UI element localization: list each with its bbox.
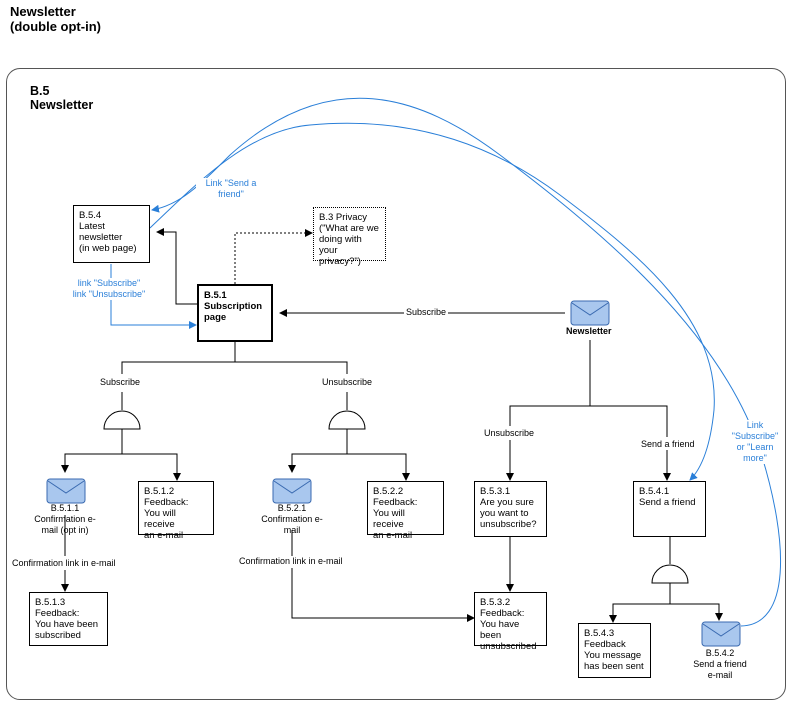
and-gate-icon bbox=[103, 410, 141, 430]
label-confirmation-link-2: Confirmation link in e-mail bbox=[239, 556, 343, 567]
section-frame bbox=[6, 68, 786, 700]
connector-subscription-to-latest bbox=[156, 228, 198, 305]
and-gate-icon bbox=[328, 410, 366, 430]
envelope-icon bbox=[272, 478, 312, 504]
node-confirmation-email-optin[interactable]: B.5.1.1 Confirmation e- mail (opt in) bbox=[34, 503, 96, 535]
node-feedback-receive-email-1[interactable]: B.5.1.2 Feedback: You will receive an e-… bbox=[138, 481, 214, 541]
envelope-icon bbox=[701, 621, 741, 647]
and-gate-icon bbox=[651, 564, 689, 584]
node-confirmation-email[interactable]: B.5.2.1 Confirmation e- mail bbox=[261, 503, 323, 535]
node-feedback-message-sent[interactable]: B.5.4.3 Feedback You message has been se… bbox=[578, 623, 651, 678]
node-send-friend-email[interactable]: B.5.4.2 Send a friend e-mail bbox=[693, 648, 747, 680]
envelope-icon bbox=[46, 478, 86, 504]
label-subscribe-branch: Subscribe bbox=[100, 377, 141, 387]
label-link-subscribe-unsubscribe: link "Subscribe" link "Unsubscribe" bbox=[54, 278, 164, 300]
label-unsubscribe-branch: Unsubscribe bbox=[322, 377, 373, 387]
node-are-you-sure[interactable]: B.5.3.1 Are you sure you want to unsubsc… bbox=[474, 481, 547, 537]
node-send-a-friend[interactable]: B.5.4.1 Send a friend bbox=[633, 481, 706, 537]
connector-subscription-to-privacy bbox=[234, 229, 313, 284]
newsletter-label: Newsletter bbox=[566, 326, 612, 336]
envelope-icon bbox=[570, 300, 610, 326]
node-feedback-subscribed[interactable]: B.5.1.3 Feedback: You have been subscrib… bbox=[29, 592, 108, 646]
section-title: B.5 Newsletter bbox=[30, 84, 94, 112]
label-unsubscribe-right: Unsubscribe bbox=[484, 428, 535, 438]
page-title: Newsletter (double opt-in) bbox=[10, 4, 101, 34]
connector-latest-to-send-friend bbox=[149, 122, 715, 481]
node-subscription-page[interactable]: B.5.1 Subscription page bbox=[197, 284, 273, 342]
label-link-send-friend: Link "Send a friend" bbox=[196, 178, 266, 200]
node-feedback-unsubscribed[interactable]: B.5.3.2 Feedback: You have been unsubscr… bbox=[474, 592, 547, 652]
connector-send-email-to-latest bbox=[151, 97, 782, 627]
node-privacy[interactable]: B.3 Privacy ("What are we doing with you… bbox=[313, 207, 386, 267]
label-link-subscribe-learn-more: Link "Subscribe" or "Learn more" bbox=[725, 420, 785, 464]
label-send-friend-branch: Send a friend bbox=[641, 439, 695, 449]
node-feedback-receive-email-2[interactable]: B.5.2.2 Feedback: You will receive an e-… bbox=[367, 481, 444, 541]
node-latest-newsletter[interactable]: B.5.4 Latest newsletter (in web page) bbox=[73, 205, 150, 263]
label-subscribe-arrow: Subscribe bbox=[404, 307, 449, 318]
label-confirmation-link-1: Confirmation link in e-mail bbox=[12, 558, 116, 569]
